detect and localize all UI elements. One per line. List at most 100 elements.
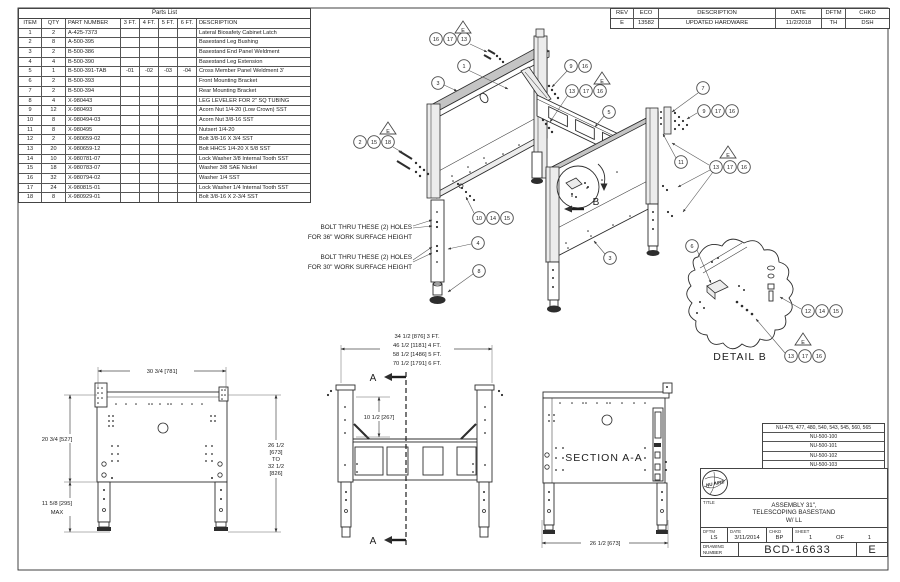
model-row: NU-500-101 xyxy=(763,442,884,452)
revision-col-header: CHKD xyxy=(846,9,889,19)
note-30-line2: FOR 30" WORK SURFACE HEIGHT xyxy=(308,264,412,271)
dim-front-leg-2: MAX xyxy=(51,510,64,516)
svg-text:8: 8 xyxy=(478,269,481,275)
svg-text:10: 10 xyxy=(476,216,482,222)
svg-text:E: E xyxy=(386,129,390,135)
svg-text:NU AIRE: NU AIRE xyxy=(705,479,725,488)
model-list-table: NU-475, 477, 480, 540, 543, 545, 560, 56… xyxy=(762,423,885,470)
svg-text:9: 9 xyxy=(570,64,573,70)
dim-front-leg-1: 11 5/8 [295] xyxy=(42,501,73,507)
revision-col-header: DATE xyxy=(776,9,822,19)
balloon-item-16: 16 xyxy=(737,160,751,174)
revision-col-header: ECO xyxy=(634,9,659,19)
balloon-item-6: 6 xyxy=(685,239,699,253)
dim-section-width: 26 1/2 [673] xyxy=(590,541,621,547)
balloon-item-13: 13 xyxy=(565,84,579,98)
section-aa-label: SECTION A-A xyxy=(565,452,643,464)
logo-cell: NU AIRE xyxy=(701,469,887,499)
isometric-assembly-view: B BOLT THRU THESE (2) HOLES xyxy=(308,28,714,313)
detail-b-letter: B xyxy=(593,197,600,208)
parts-list-title: Parts List xyxy=(19,9,310,19)
balloon-item-14: 14 xyxy=(815,304,829,318)
title-line-1: ASSEMBLY 31", xyxy=(771,501,817,509)
dim-tele-upper: 10 1/2 [267] xyxy=(364,415,395,421)
balloon-item-17: 17 xyxy=(798,349,812,363)
svg-text:12: 12 xyxy=(805,309,811,315)
svg-text:16: 16 xyxy=(729,109,735,115)
title-label: TITLE xyxy=(703,499,715,505)
cut-letter-top: A xyxy=(370,373,377,384)
balloon-item-16: 16 xyxy=(593,84,607,98)
rev-flag: E xyxy=(719,145,737,159)
date-value: 3/11/2014 xyxy=(734,535,760,541)
drawing-rev-value: E xyxy=(868,544,876,556)
balloon-item-7: 7 xyxy=(696,81,710,95)
balloon-item-4: 4 xyxy=(471,236,485,250)
balloon-item-15: 15 xyxy=(829,304,843,318)
dim-front-height-3: TO xyxy=(272,457,280,463)
dim-tele-5ft: 58 1/2 [1486] 5 FT. xyxy=(393,352,442,358)
svg-text:4: 4 xyxy=(477,241,480,247)
svg-text:15: 15 xyxy=(833,309,839,315)
balloon-item-16: 16 xyxy=(725,104,739,118)
dim-tele-4ft: 46 1/2 [1181] 4 FT. xyxy=(393,343,441,349)
svg-text:13: 13 xyxy=(569,89,575,95)
svg-text:5: 5 xyxy=(608,110,611,116)
section-cut-line: A A xyxy=(370,372,407,547)
svg-text:18: 18 xyxy=(385,140,391,146)
svg-text:13: 13 xyxy=(788,354,794,360)
balloon-item-17: 17 xyxy=(723,160,737,174)
svg-text:6: 6 xyxy=(691,244,694,250)
sheet-border xyxy=(17,7,889,571)
parts-col-header: 6 FT. xyxy=(178,19,197,29)
dim-front-height-5: [826] xyxy=(270,471,283,477)
balloon-item-5: 5 xyxy=(602,105,616,119)
model-row: NU-500-100 xyxy=(763,433,884,443)
balloon-item-10: 10 xyxy=(472,211,486,225)
rev-flag: E xyxy=(379,121,397,135)
cut-letter-bottom: A xyxy=(370,536,377,547)
svg-text:16: 16 xyxy=(433,37,439,43)
dftm-value: LS xyxy=(710,535,718,541)
balloon-item-8: 8 xyxy=(472,264,486,278)
balloon-item-3: 3 xyxy=(431,76,445,90)
balloon-item-17: 17 xyxy=(443,32,457,46)
front-view: 30 3/4 [781] 20 3/4 [527] 11 5/8 [295] M… xyxy=(39,366,291,533)
drawing-number-value: BCD-16633 xyxy=(739,543,857,556)
svg-text:1: 1 xyxy=(463,64,466,70)
parts-col-header: PART NUMBER xyxy=(66,19,121,29)
sheet-total: 1 xyxy=(867,535,871,541)
chkd-value: BP xyxy=(775,535,784,541)
model-row: NU-500-103 xyxy=(809,461,838,468)
date-cell: DATE 3/11/2014 xyxy=(728,527,767,542)
detail-b-reference-circle: B xyxy=(556,163,608,213)
svg-text:2: 2 xyxy=(359,140,362,146)
dim-tele-6ft: 70 1/2 [1791] 6 FT. xyxy=(393,361,442,367)
nuaire-logo-icon: NU AIRE xyxy=(702,470,728,496)
svg-text:17: 17 xyxy=(802,354,808,360)
note-30-line1: BOLT THRU THESE (2) HOLES xyxy=(320,254,412,261)
drawing-number-label: DRAWING NUMBER xyxy=(701,543,739,556)
svg-text:13: 13 xyxy=(713,165,719,171)
balloon-item-15: 15 xyxy=(367,135,381,149)
svg-text:E: E xyxy=(801,340,805,346)
rev-flag: E xyxy=(454,20,472,34)
